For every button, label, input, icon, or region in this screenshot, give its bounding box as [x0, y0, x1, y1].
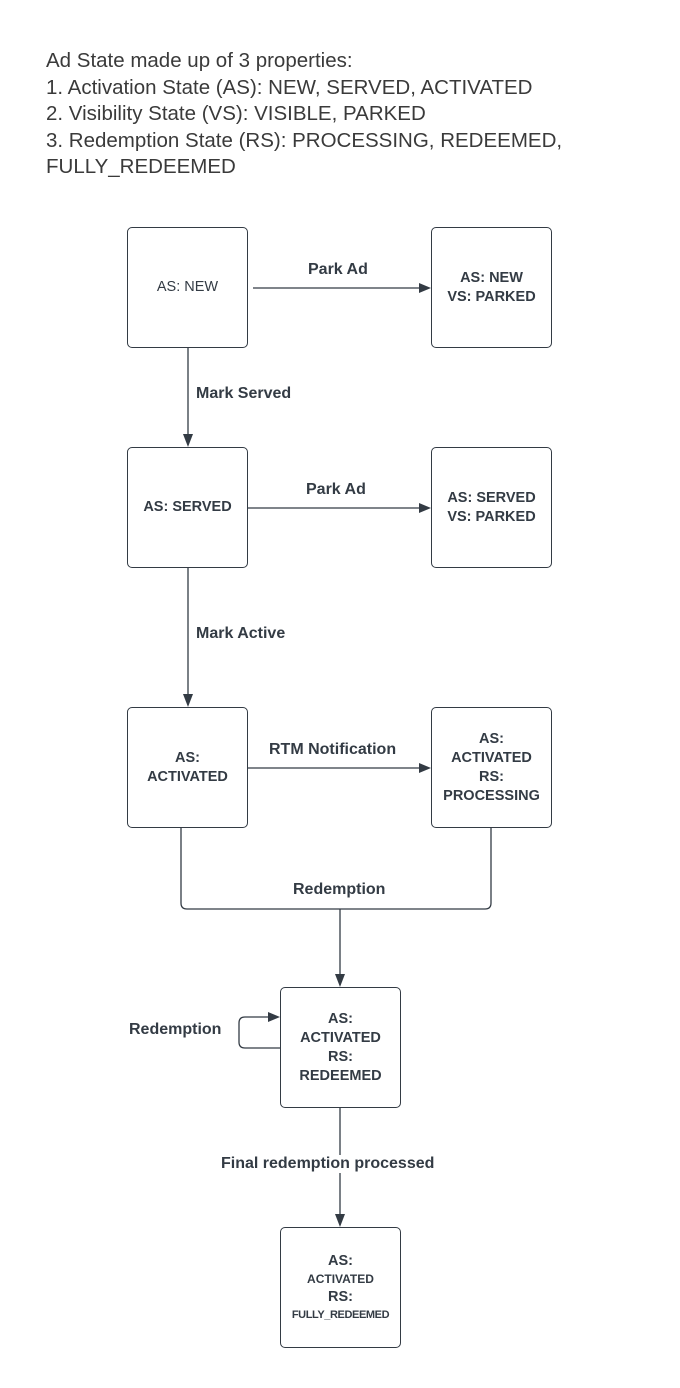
state-node-activated-redeemed-line-3: RS:: [328, 1048, 353, 1065]
edge-label-redemption-self: Redemption: [129, 1021, 222, 1038]
state-node-activated-redeemed-line-1: AS:: [328, 1010, 353, 1027]
arrowhead-mark-served: [183, 434, 193, 447]
arrowhead-final-redemption: [335, 1214, 345, 1227]
state-node-new-parked: AS: NEW VS: PARKED: [431, 227, 552, 348]
intro-line-activation: 1. Activation State (AS): NEW, SERVED, A…: [46, 75, 533, 99]
state-node-new-parked-line-2: VS: PARKED: [447, 288, 536, 305]
intro-line-redemption: 3. Redemption State (RS): PROCESSING, RE…: [46, 128, 563, 179]
state-node-served-line-1: AS: SERVED: [143, 499, 232, 515]
state-node-activated-redeemed: AS: ACTIVATED RS: REDEEMED: [280, 987, 401, 1108]
arrowhead-mark-active: [183, 694, 193, 707]
state-node-activated-processing: AS: ACTIVATED RS: PROCESSING: [431, 707, 552, 828]
edge-label-rtm-notification: RTM Notification: [269, 741, 397, 758]
edge-label-mark-active: Mark Active: [196, 625, 286, 642]
state-node-activated-line-2: ACTIVATED: [147, 768, 228, 785]
edge-label-park-ad-2: Park Ad: [306, 481, 366, 498]
state-node-activated-fully-redeemed-line-1: AS:: [328, 1252, 353, 1269]
intro-line-visibility: 2. Visibility State (VS): VISIBLE, PARKE…: [46, 102, 426, 125]
edge-label-final-redemption: Final redemption processed: [218, 1155, 438, 1173]
state-node-activated-processing-line-4: PROCESSING: [443, 787, 540, 804]
edge-redemption-self-loop: [238, 1016, 280, 1049]
intro-text: Ad State made up of 3 properties: 1. Act…: [46, 48, 656, 181]
state-node-new-line-1: AS: NEW: [156, 279, 219, 295]
edge-label-redemption-merge: Redemption: [293, 881, 386, 898]
arrowhead-redemption-self: [268, 1012, 280, 1022]
state-node-served-parked-line-2: VS: PARKED: [447, 508, 536, 525]
state-node-activated-fully-redeemed-line-2: ACTIVATED: [307, 1271, 374, 1286]
state-node-activated-fully-redeemed-line-4: FULLY_REDEEMED: [291, 1308, 390, 1321]
arrowhead-park-ad-2: [419, 503, 431, 513]
edge-label-mark-served: Mark Served: [196, 385, 292, 402]
edge-redemption-left: [180, 828, 340, 910]
edge-label-park-ad-1: Park Ad: [308, 261, 368, 278]
state-node-activated-redeemed-line-4: REDEEMED: [299, 1067, 382, 1084]
state-node-activated-processing-line-3: RS:: [479, 768, 504, 785]
state-node-activated-fully-redeemed: AS: ACTIVATED RS: FULLY_REDEEMED: [280, 1227, 401, 1348]
state-node-new: AS: NEW: [127, 227, 248, 348]
state-node-activated-redeemed-line-2: ACTIVATED: [300, 1029, 381, 1046]
state-node-activated-fully-redeemed-line-3: RS:: [328, 1288, 353, 1305]
state-node-served-parked-line-1: AS: SERVED: [447, 489, 536, 506]
state-node-activated-line-1: AS:: [175, 749, 200, 766]
state-node-activated-processing-line-1: AS:: [479, 730, 504, 747]
state-node-activated-processing-line-2: ACTIVATED: [451, 749, 532, 766]
state-node-new-parked-line-1: AS: NEW: [460, 269, 523, 286]
state-node-activated: AS: ACTIVATED: [127, 707, 248, 828]
state-node-served: AS: SERVED: [127, 447, 248, 568]
arrowhead-redemption-merge: [335, 974, 345, 987]
edge-redemption-right: [340, 828, 492, 910]
arrowhead-park-ad-1: [419, 283, 431, 293]
arrowhead-rtm-notification: [419, 763, 431, 773]
intro-line-title: Ad State made up of 3 properties:: [46, 49, 353, 72]
state-node-served-parked: AS: SERVED VS: PARKED: [431, 447, 552, 568]
